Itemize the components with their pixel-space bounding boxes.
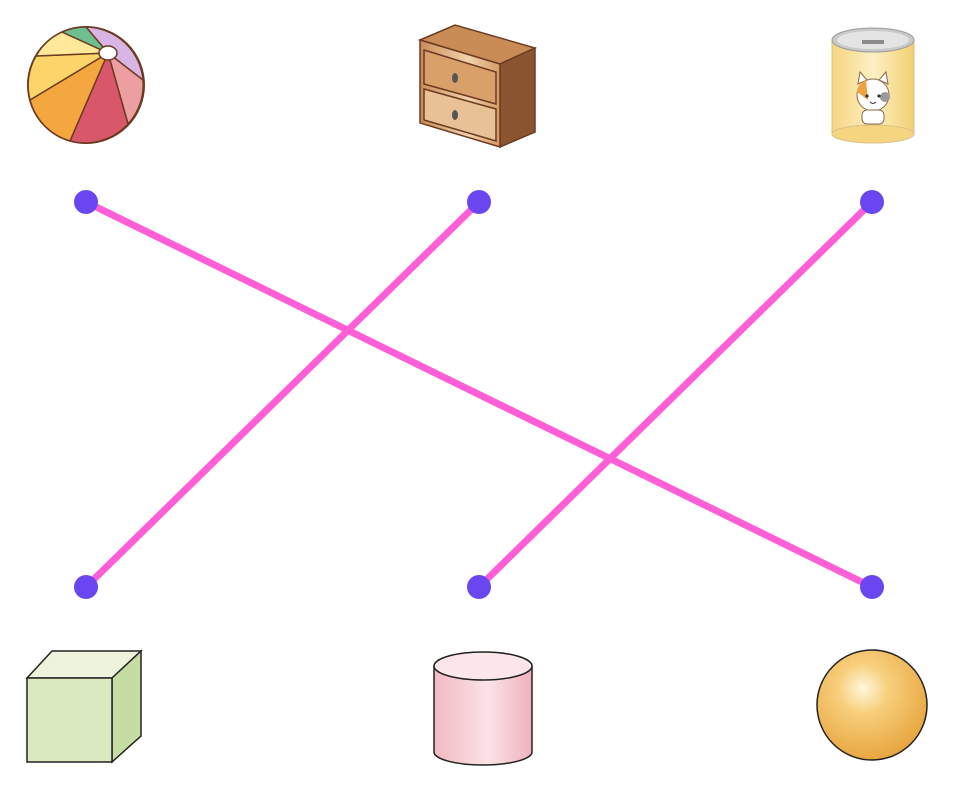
connection-dot-cylinder[interactable] (467, 575, 491, 599)
connection-dot-can[interactable] (860, 190, 884, 214)
connection-dot-drawer[interactable] (467, 190, 491, 214)
beach-ball-icon (27, 26, 145, 144)
connector-ball-to-sphere (82, 198, 876, 591)
connection-dot-ball[interactable] (74, 190, 98, 214)
cat-can-icon (831, 27, 915, 144)
cylinder-icon (433, 651, 533, 766)
connection-dots (74, 190, 884, 599)
connector-lines (82, 198, 876, 591)
drawer-cabinet-icon (417, 24, 538, 149)
connection-dot-cube[interactable] (74, 575, 98, 599)
connector-drawer-to-cube (82, 198, 483, 591)
sphere-icon (816, 649, 928, 761)
cube-icon (25, 649, 143, 764)
connector-can-to-cylinder (475, 198, 876, 591)
connection-dot-sphere[interactable] (860, 575, 884, 599)
